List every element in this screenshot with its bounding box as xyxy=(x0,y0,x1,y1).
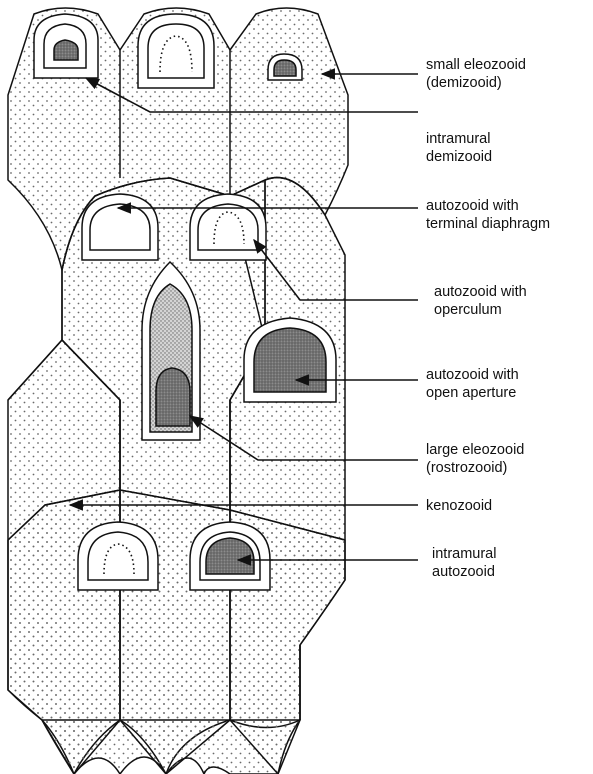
intramural-autozooid xyxy=(190,522,270,590)
autozooid-terminal-diaphragm xyxy=(82,194,158,260)
label-small-eleozooid: small eleozooid (demizooid) xyxy=(426,56,526,92)
label-autozooid-terminal-diaphragm: autozooid with terminal diaphragm xyxy=(426,197,550,233)
label-intramural-autozooid: intramural autozooid xyxy=(432,545,496,581)
label-intramural-demizooid: intramural demizooid xyxy=(426,130,492,166)
small-eleozooid xyxy=(268,54,302,80)
large-eleozooid xyxy=(142,262,200,440)
label-kenozooid: kenozooid xyxy=(426,497,492,515)
label-autozooid-open-aperture: autozooid with open aperture xyxy=(426,366,519,402)
autozooid-operculum xyxy=(190,194,266,260)
bottom-left-zooid xyxy=(78,522,158,590)
label-large-eleozooid: large eleozooid (rostrozooid) xyxy=(426,441,524,477)
label-autozooid-operculum: autozooid with operculum xyxy=(434,283,527,319)
top-center-zooid xyxy=(138,14,214,88)
intramural-demizooid xyxy=(34,14,98,78)
autozooid-open-aperture xyxy=(244,318,336,402)
